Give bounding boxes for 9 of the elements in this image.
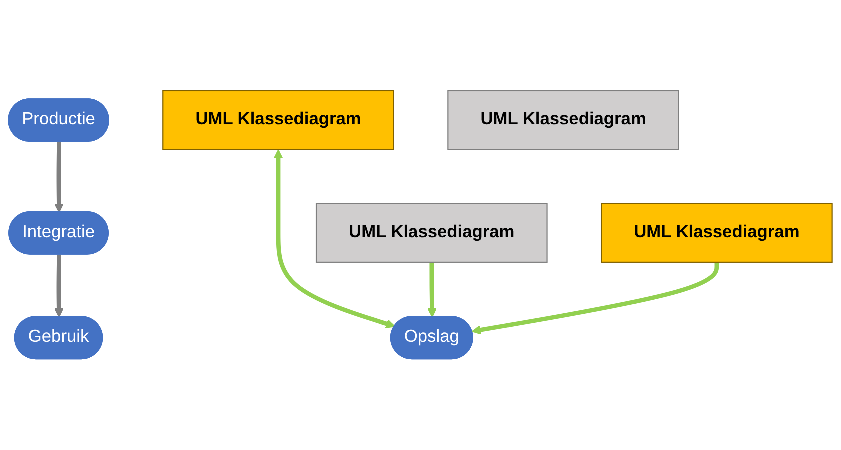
arrow	[54, 254, 64, 318]
arrow	[274, 150, 396, 329]
node-box: UML Klassediagram	[601, 203, 833, 263]
node-box: UML Klassediagram	[316, 203, 548, 263]
node-box: UML Klassediagram	[162, 90, 394, 150]
arrow	[472, 262, 720, 335]
arrow	[428, 262, 438, 318]
node-box: UML Klassediagram	[448, 90, 680, 150]
arrow	[54, 142, 64, 213]
